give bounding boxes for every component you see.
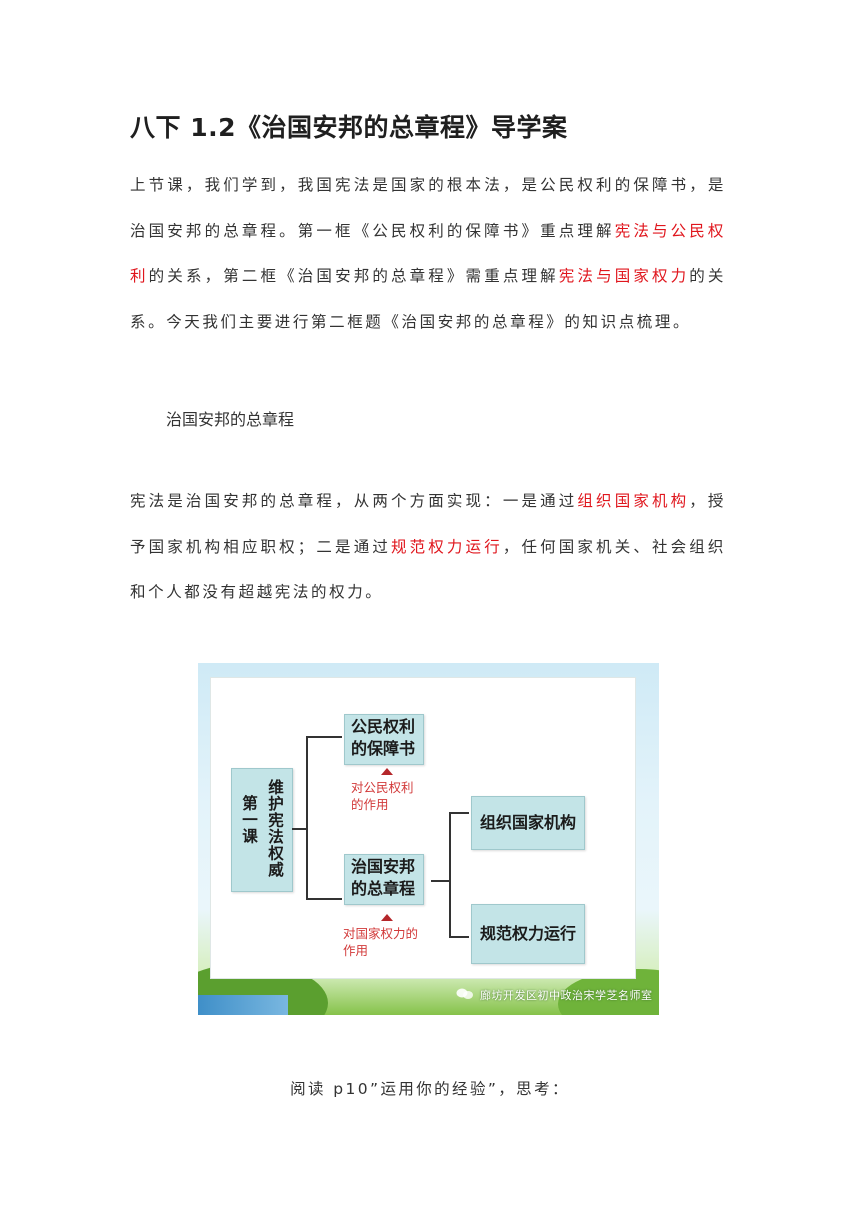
wechat-icon	[456, 988, 473, 999]
bracket-sub-top	[449, 812, 469, 814]
bracket-main	[306, 736, 308, 900]
bracket-sub-bottom	[449, 936, 469, 938]
lesson-box: 维护宪法权威 第一课	[231, 768, 293, 892]
note-rights-line2: 的作用	[351, 797, 389, 812]
intro-highlight-power: 宪法与国家权力	[558, 267, 690, 285]
box-rights-line2: 的保障书	[351, 739, 416, 758]
connector-lesson	[292, 828, 306, 830]
intro-highlight-rights: 宪法与公民权利	[130, 221, 726, 286]
lesson-title-col2: 第一课	[240, 795, 258, 845]
note-power-line1: 对国家权力的	[343, 926, 419, 941]
connector-charter	[431, 880, 449, 882]
section-subheading: 治国安邦的总章程	[166, 410, 295, 429]
box-organize-state-organs: 组织国家机构	[471, 796, 585, 850]
para2-highlight-org: 组织国家机构	[577, 492, 690, 510]
bracket-main-bottom	[306, 898, 342, 900]
intro-paragraph: 上节课，我们学到，我国宪法是国家的根本法，是公民权利的保障书，是治国安邦的总章程…	[130, 163, 726, 345]
diagram-panel: 维护宪法权威 第一课 公民权利 的保障书 对公民权利 的作用 治国安邦 的总章程…	[210, 677, 636, 979]
arrow-up-rights-icon	[381, 768, 393, 775]
note-power-line2: 作用	[343, 943, 369, 958]
constitution-paragraph: 宪法是治国安邦的总章程，从两个方面实现：一是通过组织国家机构，授予国家机构相应职…	[130, 479, 726, 616]
intro-text-3: 的关系。今天我们主要进行第二框题《治国安邦的总章程》的知识点梳理。	[130, 267, 727, 331]
lesson-title-col1: 维护宪法权威	[266, 779, 284, 878]
box-charter: 治国安邦 的总章程	[344, 854, 424, 905]
concept-diagram: 维护宪法权威 第一课 公民权利 的保障书 对公民权利 的作用 治国安邦 的总章程…	[198, 663, 659, 1015]
para2-text-1: 宪法是治国安邦的总章程，从两个方面实现：一是通过	[130, 492, 578, 510]
para2-text-2: ，授予国家机构相应职权；二是通过	[130, 492, 727, 556]
para2-highlight-norm: 规范权力运行	[390, 537, 503, 556]
note-power: 对国家权力的 作用	[343, 925, 418, 959]
diagram-water	[198, 995, 288, 1015]
para2-text-3: ，任何国家机关、社会组织和个人都没有超越宪法的权力。	[130, 537, 726, 602]
box-rights: 公民权利 的保障书	[344, 714, 424, 765]
note-rights-line1: 对公民权利	[351, 780, 414, 795]
document-title: 八下 1.2《治国安邦的总章程》导学案	[130, 113, 568, 142]
box-rights-line1: 公民权利	[351, 717, 416, 736]
box-charter-line1: 治国安邦	[351, 857, 416, 876]
box-regulate-power: 规范权力运行	[471, 904, 585, 964]
intro-text-2: 的关系，第二框《治国安邦的总章程》需重点理解	[148, 267, 559, 285]
bracket-main-top	[306, 736, 342, 738]
watermark-text: 廊坊开发区初中政治宋学芝名师室	[480, 989, 653, 1002]
intro-text-1: 上节课，我们学到，我国宪法是国家的根本法，是公民权利的保障书，是治国安邦的总章程…	[130, 176, 726, 240]
bracket-sub	[449, 812, 451, 938]
note-rights: 对公民权利 的作用	[351, 779, 414, 813]
arrow-up-power-icon	[381, 914, 393, 921]
reading-prompt: 阅读 p10”运用你的经验”，思考：	[290, 1080, 570, 1098]
box-charter-line2: 的总章程	[351, 879, 416, 898]
